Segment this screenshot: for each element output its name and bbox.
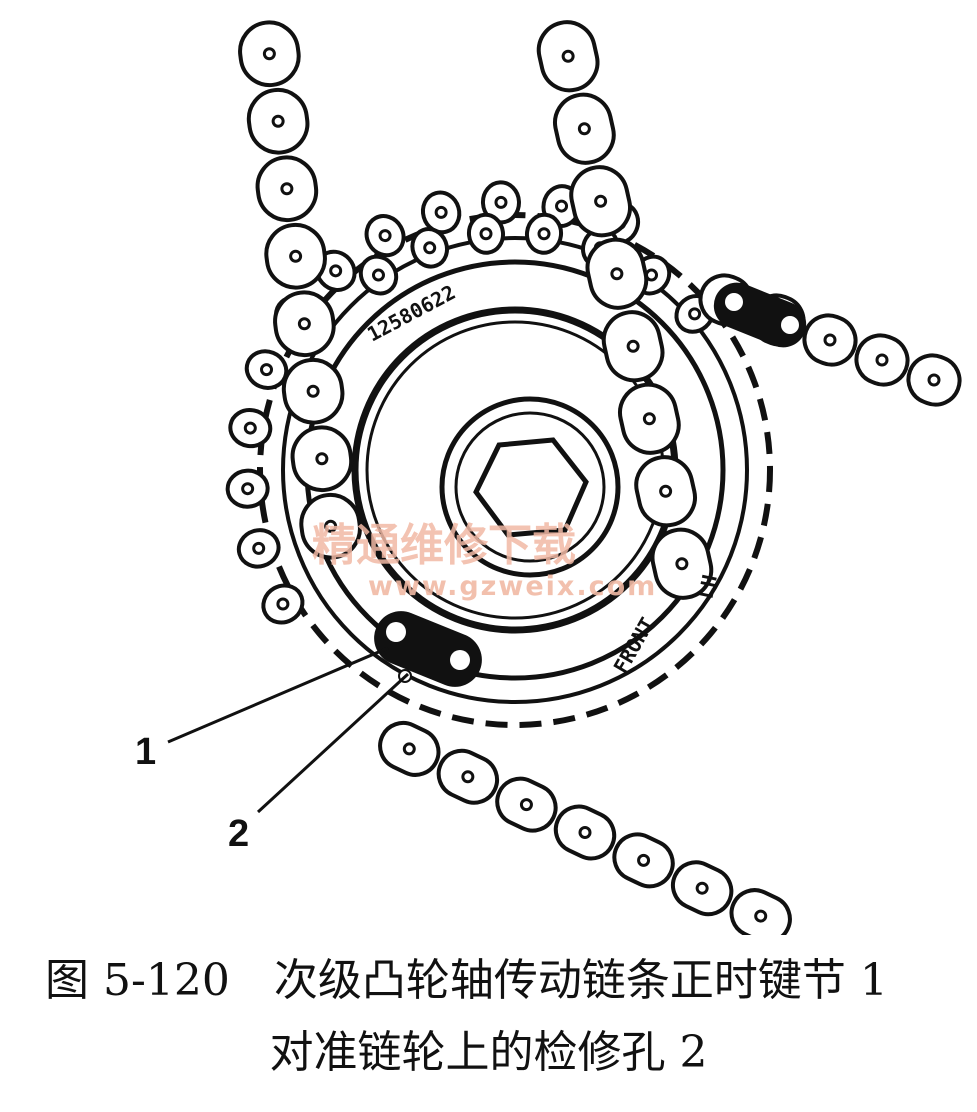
chain-pin <box>675 557 689 571</box>
chain-pin <box>243 421 257 435</box>
chain-pin <box>637 853 651 867</box>
chain-pin <box>280 182 294 196</box>
chain-pin <box>479 227 493 241</box>
chain-strand-bottom <box>378 720 792 935</box>
chain-pin <box>927 373 941 387</box>
chain-pin <box>262 47 276 61</box>
chain-pin <box>371 268 385 282</box>
chain-pin <box>271 114 285 128</box>
figure-caption: 图 5-120 次级凸轮轴传动链条正时键节 1 对准链轮上的检修孔 2 <box>0 945 977 1089</box>
chain-pin <box>610 267 624 281</box>
callout-1: 1 <box>135 731 156 773</box>
chain-pin <box>823 333 837 347</box>
chain-pin <box>578 826 592 839</box>
chain-pin <box>378 229 392 243</box>
chain-pin <box>260 363 274 377</box>
chain-pin <box>561 49 575 63</box>
chain-pin <box>555 199 569 213</box>
chain-pin <box>315 452 329 466</box>
chain-pin <box>252 541 266 555</box>
caption-line-1: 图 5-120 次级凸轮轴传动链条正时键节 1 <box>45 955 888 1006</box>
chain-pin <box>306 384 320 398</box>
watermark-url: www.gzweix.com <box>368 571 657 602</box>
hex-bolt <box>473 437 589 538</box>
chain-link <box>729 888 792 935</box>
chain-pin <box>659 484 673 498</box>
chain-pin <box>642 412 656 426</box>
chain-pin <box>297 317 311 331</box>
chain-strand-middle <box>536 20 714 600</box>
timing-link-upper-right <box>713 282 807 348</box>
chain-pin <box>594 194 608 208</box>
chain-pin <box>688 307 702 321</box>
chain-pin <box>423 241 437 255</box>
callout-2: 2 <box>228 813 249 855</box>
caption-line-2: 对准链轮上的检修孔 2 <box>269 1027 708 1078</box>
lh-stamp: LH <box>693 572 721 601</box>
watermark-text: 精通维修下载 <box>312 520 576 571</box>
chain-pin <box>577 122 591 136</box>
chain-pin <box>875 353 889 367</box>
chain-pin <box>329 264 343 278</box>
chain-pin <box>276 597 290 611</box>
timing-chain-diagram: 12580622 LH FRONT 精通维修下载 www.gzweix.com … <box>135 20 962 935</box>
chain-pin <box>519 798 533 812</box>
chain-pin <box>324 519 338 533</box>
chain-pin <box>434 205 448 219</box>
timing-link-1 <box>374 611 482 687</box>
chain-pin <box>289 249 303 263</box>
chain-pin <box>754 909 768 923</box>
chain-pin <box>241 482 255 496</box>
chain-pin <box>402 742 416 756</box>
chain-pin <box>537 227 551 241</box>
chain-pin <box>695 881 709 895</box>
chain-pin <box>461 770 475 784</box>
chain-pin <box>494 195 508 209</box>
leader-line-1 <box>167 646 389 744</box>
chain-strand-left <box>238 20 362 560</box>
leader-line-2 <box>256 672 410 814</box>
chain-pin <box>626 339 640 353</box>
